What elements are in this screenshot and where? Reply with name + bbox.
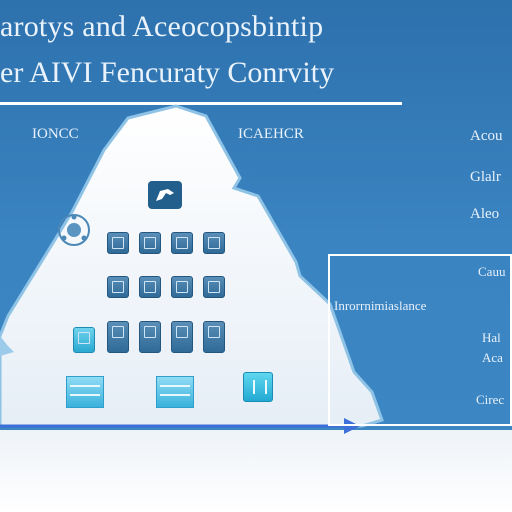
server-icon (243, 372, 273, 402)
panel-list-item: Cirec (476, 392, 505, 407)
module-icon (107, 321, 129, 353)
module-icon (73, 327, 95, 353)
page-title-line-1: arotys and Aceocopsbintip (0, 10, 324, 43)
module-icon (139, 232, 161, 254)
pyramid-label-right: ICAEHCR (238, 126, 304, 142)
right-list-item: Acou (470, 128, 503, 144)
module-icon (107, 276, 129, 298)
arrow-right-icon (344, 418, 360, 434)
panel-title: Cauu (478, 264, 506, 279)
module-icon (139, 321, 161, 353)
module-icon (171, 276, 193, 298)
panel-list-item: Hal (482, 330, 501, 345)
logo-icon (148, 181, 182, 209)
module-icon (171, 321, 193, 353)
network-hub-icon (58, 214, 90, 246)
storage-tray-icon (66, 376, 104, 408)
pyramid-label-left: IONCC (32, 126, 79, 142)
module-icon (203, 321, 225, 353)
right-list-item: Aleo (470, 206, 500, 222)
page-title-line-2: er AIVI Fencuraty Conrvity (0, 56, 335, 89)
module-icon (171, 232, 193, 254)
storage-tray-icon (156, 376, 194, 408)
module-icon (203, 276, 225, 298)
module-icon (203, 232, 225, 254)
panel-list-item: Aca (482, 350, 503, 365)
title-divider (0, 102, 402, 105)
module-icon (107, 232, 129, 254)
footer-fade (0, 430, 512, 512)
info-panel (328, 254, 512, 426)
module-icon (139, 276, 161, 298)
panel-heading: Inrorrnimiaslance (334, 298, 427, 313)
right-list-item: Glalr (470, 169, 501, 185)
